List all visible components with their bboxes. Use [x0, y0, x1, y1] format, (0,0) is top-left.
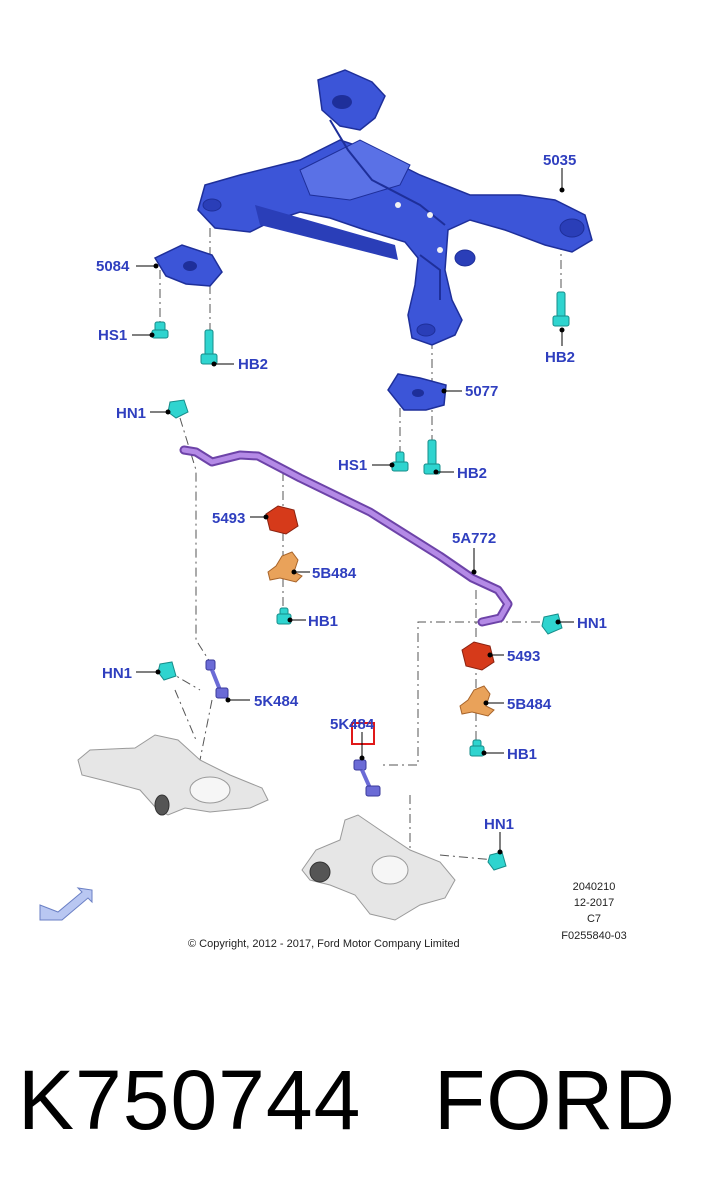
part-number: K750744 [18, 1053, 362, 1147]
knuckle-left [77, 734, 269, 816]
callout-hn1-right: HN1 [577, 615, 607, 632]
callout-5A772: 5A772 [452, 530, 496, 547]
callout-hb1-right: HB1 [507, 746, 537, 763]
callout-5493-left: 5493 [212, 510, 245, 527]
stabilizer-bar-5A772 [179, 445, 513, 627]
callout-labels: 5035 5084 HS1 HB2 HB2 5077 HN1 HS1 HB2 5… [96, 152, 607, 833]
nut-hn1-bottom [487, 851, 507, 871]
link-5K484-right [351, 722, 381, 797]
callout-5K484-left: 5K484 [254, 693, 299, 710]
meta-block: 2040210 12-2017 C7 F0255840-03 [561, 881, 626, 942]
exploded-parts-diagram: 5035 5084 HS1 HB2 HB2 5077 HN1 HS1 HB2 5… [39, 69, 627, 950]
nut-hn1-left [157, 661, 177, 681]
leaders [132, 168, 574, 855]
nut-hn1-top [167, 399, 189, 419]
bracket-5077 [387, 373, 447, 411]
callout-5B484-right: 5B484 [507, 696, 552, 713]
bracket-5B484-left [267, 551, 303, 583]
callout-hn1-top: HN1 [116, 405, 146, 422]
callout-hb2-left: HB2 [238, 356, 268, 373]
callout-hb2-lower: HB2 [457, 465, 487, 482]
callout-hn1-bottom: HN1 [484, 816, 514, 833]
meta-code: 2040210 [573, 881, 616, 893]
callout-5K484-right: 5K484 [330, 716, 375, 733]
brand-name: FORD [434, 1053, 676, 1147]
nut-hn1-right [541, 613, 563, 635]
callout-hs1-lower: HS1 [338, 457, 367, 474]
bolt-hb2-right [552, 291, 570, 327]
bolt-hs1-lower [391, 451, 409, 472]
bracket-5B484-right [459, 685, 495, 717]
link-5K484-left [205, 659, 229, 699]
meta-date: 12-2017 [574, 897, 614, 909]
meta-rev: C7 [587, 913, 601, 925]
callout-hn1-left: HN1 [102, 665, 132, 682]
callout-hb2-right: HB2 [545, 349, 575, 366]
fasteners [151, 291, 570, 871]
bracket-5084 [153, 244, 223, 287]
callout-hb1-left: HB1 [308, 613, 338, 630]
knuckle-right [301, 814, 456, 921]
highlight-box [351, 722, 375, 745]
bushing-5493-right [461, 641, 495, 671]
meta-figure: F0255840-03 [561, 930, 626, 942]
bushing-5493-left [265, 505, 299, 535]
callout-5493-right: 5493 [507, 648, 540, 665]
callout-5B484-left: 5B484 [312, 565, 357, 582]
bolt-hb2-lower [423, 439, 441, 475]
footer-caption: K750744 FORD [18, 1050, 698, 1160]
copyright-text: © Copyright, 2012 - 2017, Ford Motor Com… [188, 938, 460, 950]
bolt-hb1-left [276, 607, 292, 625]
callout-5077: 5077 [465, 383, 498, 400]
callout-5084: 5084 [96, 258, 130, 275]
bolt-hb2-left [200, 329, 218, 365]
bolt-hb1-right [469, 739, 485, 757]
subframe-5035 [197, 69, 593, 346]
callout-hs1-upper: HS1 [98, 327, 127, 344]
direction-arrow-icon [39, 887, 93, 921]
callout-5035: 5035 [543, 152, 576, 169]
